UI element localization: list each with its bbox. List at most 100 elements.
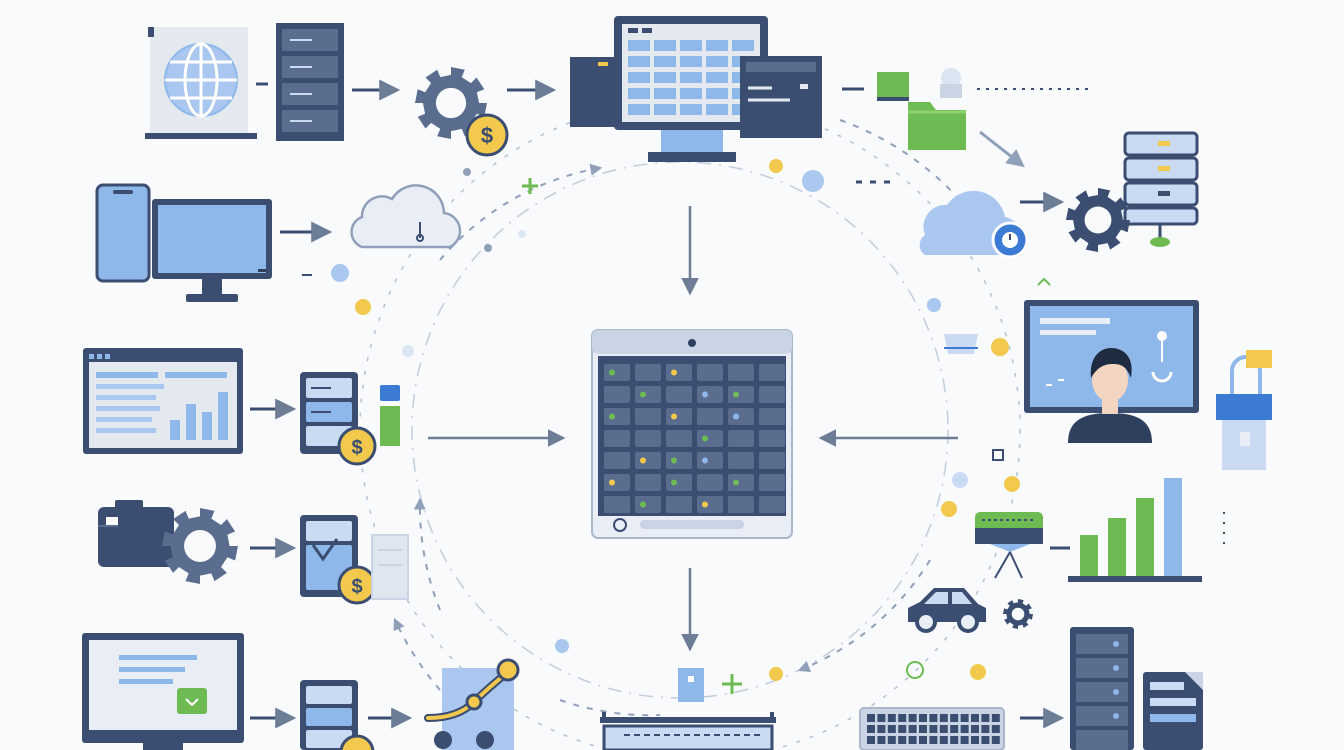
currency-symbol: $ xyxy=(351,437,362,459)
spreadsheet-cell xyxy=(732,40,754,51)
grid-cell-indicator xyxy=(702,391,708,398)
gear-icon xyxy=(1066,188,1130,252)
basket-icon xyxy=(944,334,978,354)
grid-cell xyxy=(697,452,723,469)
grid-cell xyxy=(697,386,723,403)
server-stack-icon xyxy=(1123,131,1199,247)
grid-cell xyxy=(759,496,785,513)
gear-icon xyxy=(1003,599,1033,629)
grid-cell-indicator xyxy=(671,479,677,486)
decorative-dots xyxy=(302,68,1225,694)
grid-cell-indicator xyxy=(702,501,708,508)
keyboard-key xyxy=(981,725,990,733)
keyboard-key xyxy=(929,736,938,744)
server-check-icon: $ xyxy=(300,515,409,605)
grid-cell xyxy=(728,364,754,381)
grid-cell xyxy=(604,386,630,403)
grid-cell xyxy=(697,496,723,513)
keyboard-key xyxy=(867,736,875,744)
keyboard-key xyxy=(908,714,917,722)
presentation-person-icon xyxy=(1024,300,1199,443)
keyboard-icon xyxy=(600,668,776,750)
keyboard-key xyxy=(971,736,979,744)
desktop-monitor-icon xyxy=(152,199,272,302)
grid-cell xyxy=(635,364,661,381)
desktop-monitor-icon xyxy=(82,633,244,750)
spreadsheet-cell xyxy=(654,88,676,99)
gear-dollar-icon: $ xyxy=(415,67,509,157)
grid-cell xyxy=(728,408,754,425)
spreadsheet-cell xyxy=(706,56,728,67)
server-tower-icon xyxy=(1070,627,1203,750)
keyboard-key xyxy=(939,725,948,733)
keyboard-key xyxy=(929,725,938,733)
grid-cell xyxy=(728,430,754,447)
keyboard-key xyxy=(908,725,917,733)
keyboard-key xyxy=(939,714,948,722)
keyboard-key xyxy=(877,725,886,733)
keyboard-keys xyxy=(867,714,1000,744)
spreadsheet-cell xyxy=(628,72,650,83)
server-dollar-icon xyxy=(300,680,375,750)
keyboard-key xyxy=(929,714,938,722)
grid-cell xyxy=(666,496,692,513)
grid-cell xyxy=(759,452,785,469)
keyboard-key xyxy=(960,725,969,733)
grid-cell xyxy=(697,430,723,447)
currency-symbol: $ xyxy=(351,576,362,598)
folder-icon xyxy=(908,102,966,150)
spreadsheet-cell xyxy=(628,56,650,67)
keyboard-key xyxy=(898,725,907,733)
grid-cell xyxy=(666,408,692,425)
keyboard-key xyxy=(898,714,907,722)
grid-cell xyxy=(604,496,630,513)
grid-cell xyxy=(759,430,785,447)
keyboard-key xyxy=(898,736,907,744)
keyboard-key xyxy=(867,725,875,733)
grid-cell xyxy=(604,452,630,469)
spreadsheet-cell xyxy=(654,104,676,115)
grid-cell xyxy=(635,386,661,403)
cloud-icon xyxy=(350,184,462,249)
grid-cell-indicator xyxy=(733,413,739,420)
spreadsheet-cell xyxy=(680,104,702,115)
grid-cell xyxy=(666,474,692,491)
central-grid-cells xyxy=(604,364,785,513)
grid-cell xyxy=(697,408,723,425)
keyboard-key xyxy=(991,736,1000,744)
keyboard-key xyxy=(919,714,927,722)
grid-cell-indicator xyxy=(702,457,708,464)
grid-cell-indicator xyxy=(733,479,739,486)
bar-chart-icon xyxy=(1068,478,1202,582)
keyboard-key xyxy=(887,736,896,744)
keyboard-icon xyxy=(859,707,1005,750)
keyboard-key xyxy=(919,736,927,744)
workflow-icon xyxy=(424,658,520,750)
grid-cell-indicator xyxy=(609,413,615,420)
grid-cell-indicator xyxy=(702,435,708,442)
globe-panel-icon xyxy=(145,27,257,139)
dashboard-chart-icon xyxy=(83,348,243,454)
keyboard-key xyxy=(887,725,896,733)
grid-cell-indicator xyxy=(609,369,615,376)
grid-cell xyxy=(697,364,723,381)
grid-cell xyxy=(604,430,630,447)
grid-cell-indicator xyxy=(609,479,615,486)
keyboard-key xyxy=(939,736,948,744)
grid-cell-indicator xyxy=(640,501,646,508)
grid-cell xyxy=(666,364,692,381)
spreadsheet-cell xyxy=(654,56,676,67)
mobile-icon xyxy=(95,183,151,283)
grid-cell-indicator xyxy=(671,457,677,464)
grid-cell xyxy=(728,386,754,403)
grid-cell xyxy=(666,452,692,469)
grid-cell xyxy=(635,474,661,491)
grid-cell xyxy=(728,496,754,513)
projector-icon xyxy=(975,512,1043,579)
grid-cell xyxy=(728,452,754,469)
grid-cell xyxy=(635,430,661,447)
grid-cell-indicator xyxy=(733,391,739,398)
keyboard-key xyxy=(991,725,1000,733)
